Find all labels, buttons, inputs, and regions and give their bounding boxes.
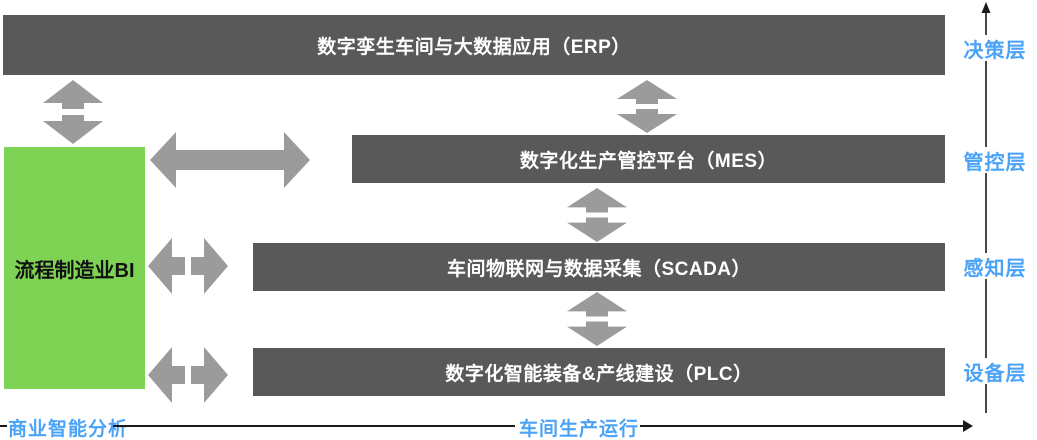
mes-layer-bar: 数字化生产管控平台（MES）: [352, 135, 945, 183]
scada-layer-label: 车间物联网与数据采集（SCADA）: [446, 258, 752, 280]
double-arrow-mes-scada-icon: [567, 188, 627, 242]
erp-layer-bar: 数字孪生车间与大数据应用（ERP）: [3, 15, 945, 75]
label-perception-layer: 感知层: [955, 253, 1035, 280]
bottom-axis-line-right: [640, 425, 964, 427]
bi-box: 流程制造业BI: [4, 147, 145, 389]
right-axis-line: [981, 2, 991, 413]
bottom-axis-left-label: 商业智能分析: [8, 419, 129, 440]
double-arrow-bi-plc-icon: [148, 347, 228, 403]
double-arrow-erp-bi-icon: [43, 80, 103, 144]
plc-layer-bar: 数字化智能装备&产线建设（PLC）: [253, 348, 945, 396]
double-arrow-bi-scada-icon: [148, 238, 228, 294]
double-arrow-scada-plc-icon: [567, 292, 627, 346]
bottom-axis-right-arrow-icon: [963, 420, 973, 432]
bottom-axis-tick: [0, 425, 7, 427]
double-arrow-bi-mes-icon: [150, 132, 310, 188]
bottom-axis-center-label: 车间生产运行: [519, 419, 640, 440]
erp-layer-label: 数字孪生车间与大数据应用（ERP）: [317, 36, 631, 58]
bi-box-label: 流程制造业BI: [14, 259, 135, 282]
scada-layer-bar: 车间物联网与数据采集（SCADA）: [253, 243, 945, 291]
mes-layer-label: 数字化生产管控平台（MES）: [519, 150, 778, 172]
label-decision-layer: 决策层: [955, 35, 1035, 62]
double-arrow-erp-mes-icon: [617, 80, 677, 133]
label-control-layer: 管控层: [955, 147, 1035, 174]
axis-up-arrow-icon: [981, 2, 991, 13]
bottom-axis-line-mid: [113, 425, 515, 427]
label-device-layer: 设备层: [955, 358, 1035, 385]
plc-layer-label: 数字化智能装备&产线建设（PLC）: [445, 363, 753, 385]
